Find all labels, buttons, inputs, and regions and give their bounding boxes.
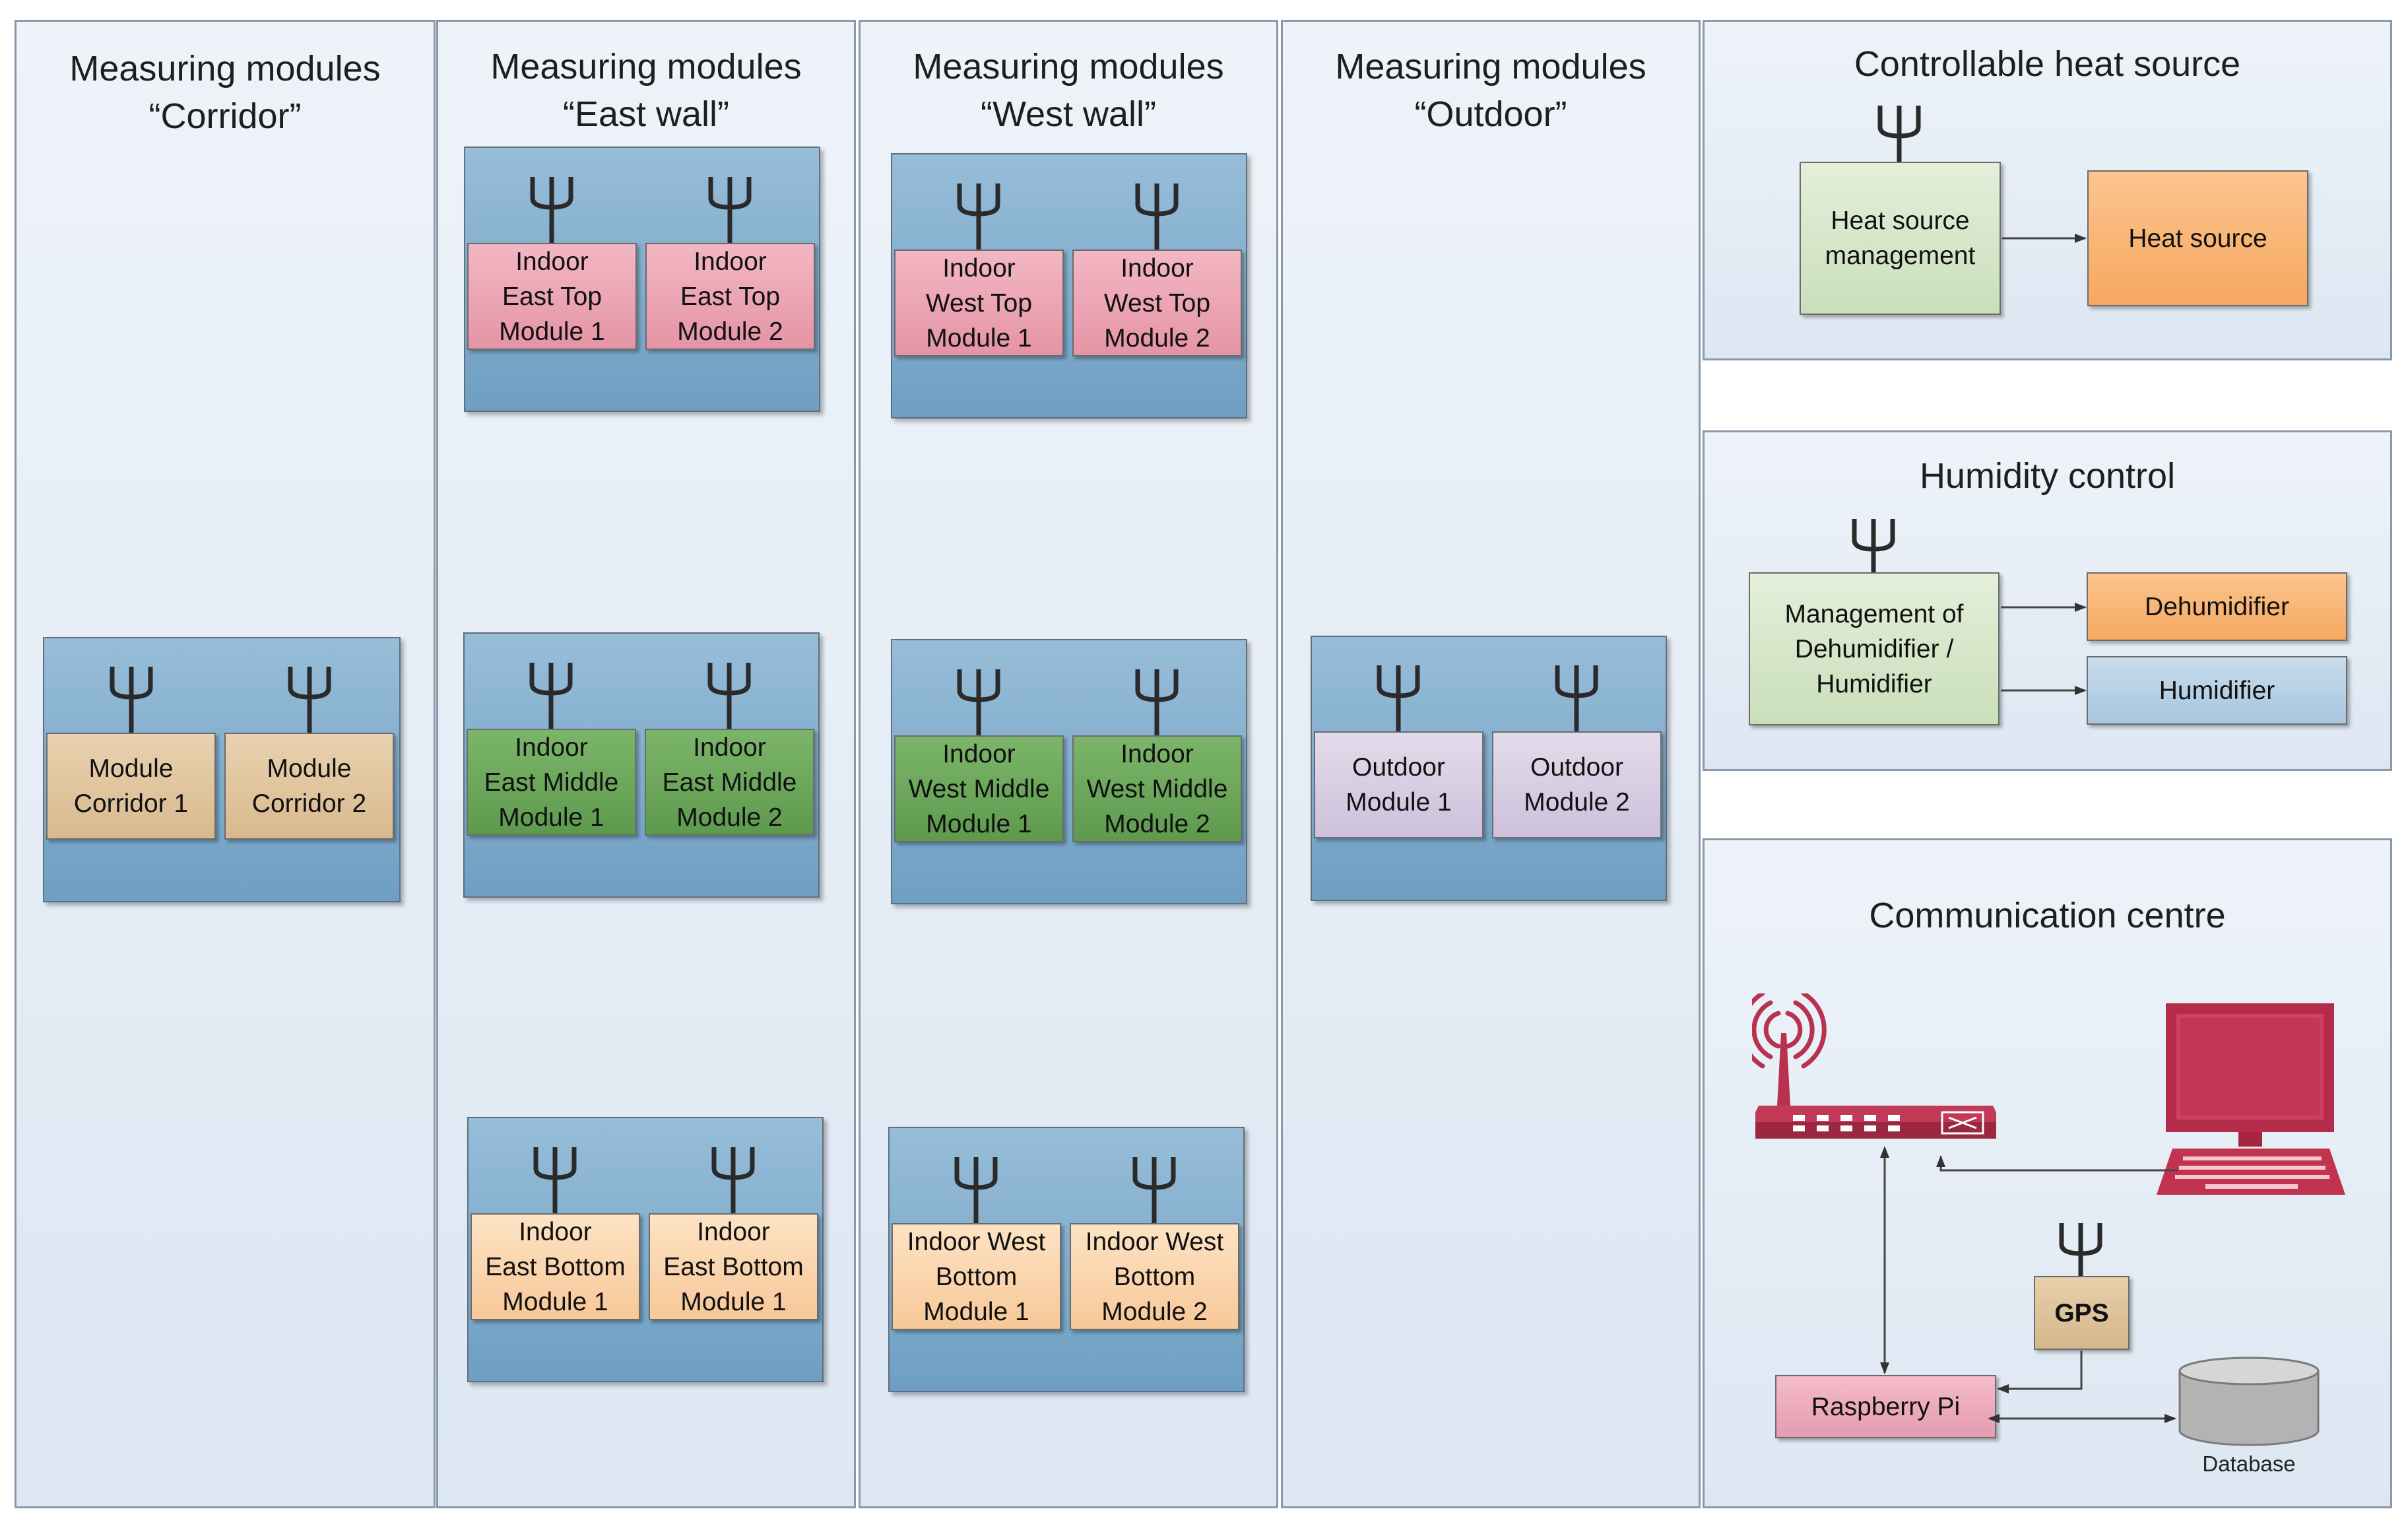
module-corridor-1: Module Corridor 1 [46,733,216,840]
panel-title-east-wall: Measuring modules “East wall” [490,47,802,134]
heat-source-management-box: Heat source management [1800,162,2001,315]
module-east-middle-2: Indoor East Middle Module 2 [645,729,814,836]
panel-title-outdoor: Measuring modules “Outdoor” [1335,47,1646,134]
antenna-icon [707,663,751,735]
arrow-gps-to-raspberry-pi [1997,1351,2083,1393]
humidifier-box: Humidifier [2087,656,2347,725]
database-label: Database [2202,1452,2296,1476]
panel-title-corridor: Measuring modules “Corridor” [69,49,381,136]
module-east-bottom-1: Indoor East Bottom Module 1 [471,1213,640,1320]
module-east-bottom-2: Indoor East Bottom Module 1 [649,1213,818,1320]
wifi-router-icon [1752,993,1996,1139]
raspberry-pi-box: Raspberry Pi [1775,1375,1996,1438]
antenna-icon [708,177,752,250]
antenna-icon [954,1157,998,1230]
panel-title-west-wall: Measuring modules “West wall” [913,47,1224,134]
gps-module-box: GPS [2034,1276,2130,1350]
antenna-icon [530,177,573,250]
desktop-computer-icon [2157,1003,2345,1195]
module-west-top-1: Indoor West Top Module 1 [894,250,1064,356]
module-east-top-2: Indoor East Top Module 2 [645,243,815,350]
database-cylinder-icon [2178,1356,2320,1446]
antenna-icon [711,1147,755,1220]
module-west-bottom-1: Indoor West Bottom Module 1 [892,1223,1061,1330]
antenna-icon [288,667,331,739]
antenna-icon [529,663,573,735]
humidity-management-box: Management of Dehumidifier / Humidifier [1749,572,2000,725]
antenna-icon [1135,669,1179,742]
panel-title-heat-source: Controllable heat source [1854,44,2241,84]
module-west-middle-1: Indoor West Middle Module 1 [894,735,1064,842]
antenna-icon [1135,184,1179,256]
dehumidifier-box: Dehumidifier [2087,572,2347,641]
module-outdoor-1: Outdoor Module 1 [1314,731,1483,838]
antenna-icon [957,184,1000,256]
antenna-icon [110,667,153,739]
module-east-top-1: Indoor East Top Module 1 [467,243,637,350]
antenna-icon [533,1147,577,1220]
antenna-icon [1132,1157,1176,1230]
antenna-icon [957,669,1000,742]
heat-source-box: Heat source [2087,170,2308,306]
module-corridor-2: Module Corridor 2 [224,733,394,840]
antenna-icon [1555,665,1598,738]
module-west-top-2: Indoor West Top Module 2 [1072,250,1242,356]
module-west-middle-2: Indoor West Middle Module 2 [1072,735,1242,842]
panel-title-communication-centre: Communication centre [1869,896,2226,935]
module-west-bottom-2: Indoor West Bottom Module 2 [1070,1223,1239,1330]
antenna-icon [1377,665,1420,738]
panel-title-humidity-control: Humidity control [1919,456,2176,496]
arrow-computer-to-router [1936,1155,2178,1172]
module-east-middle-1: Indoor East Middle Module 1 [467,729,636,836]
module-outdoor-2: Outdoor Module 2 [1492,731,1662,838]
